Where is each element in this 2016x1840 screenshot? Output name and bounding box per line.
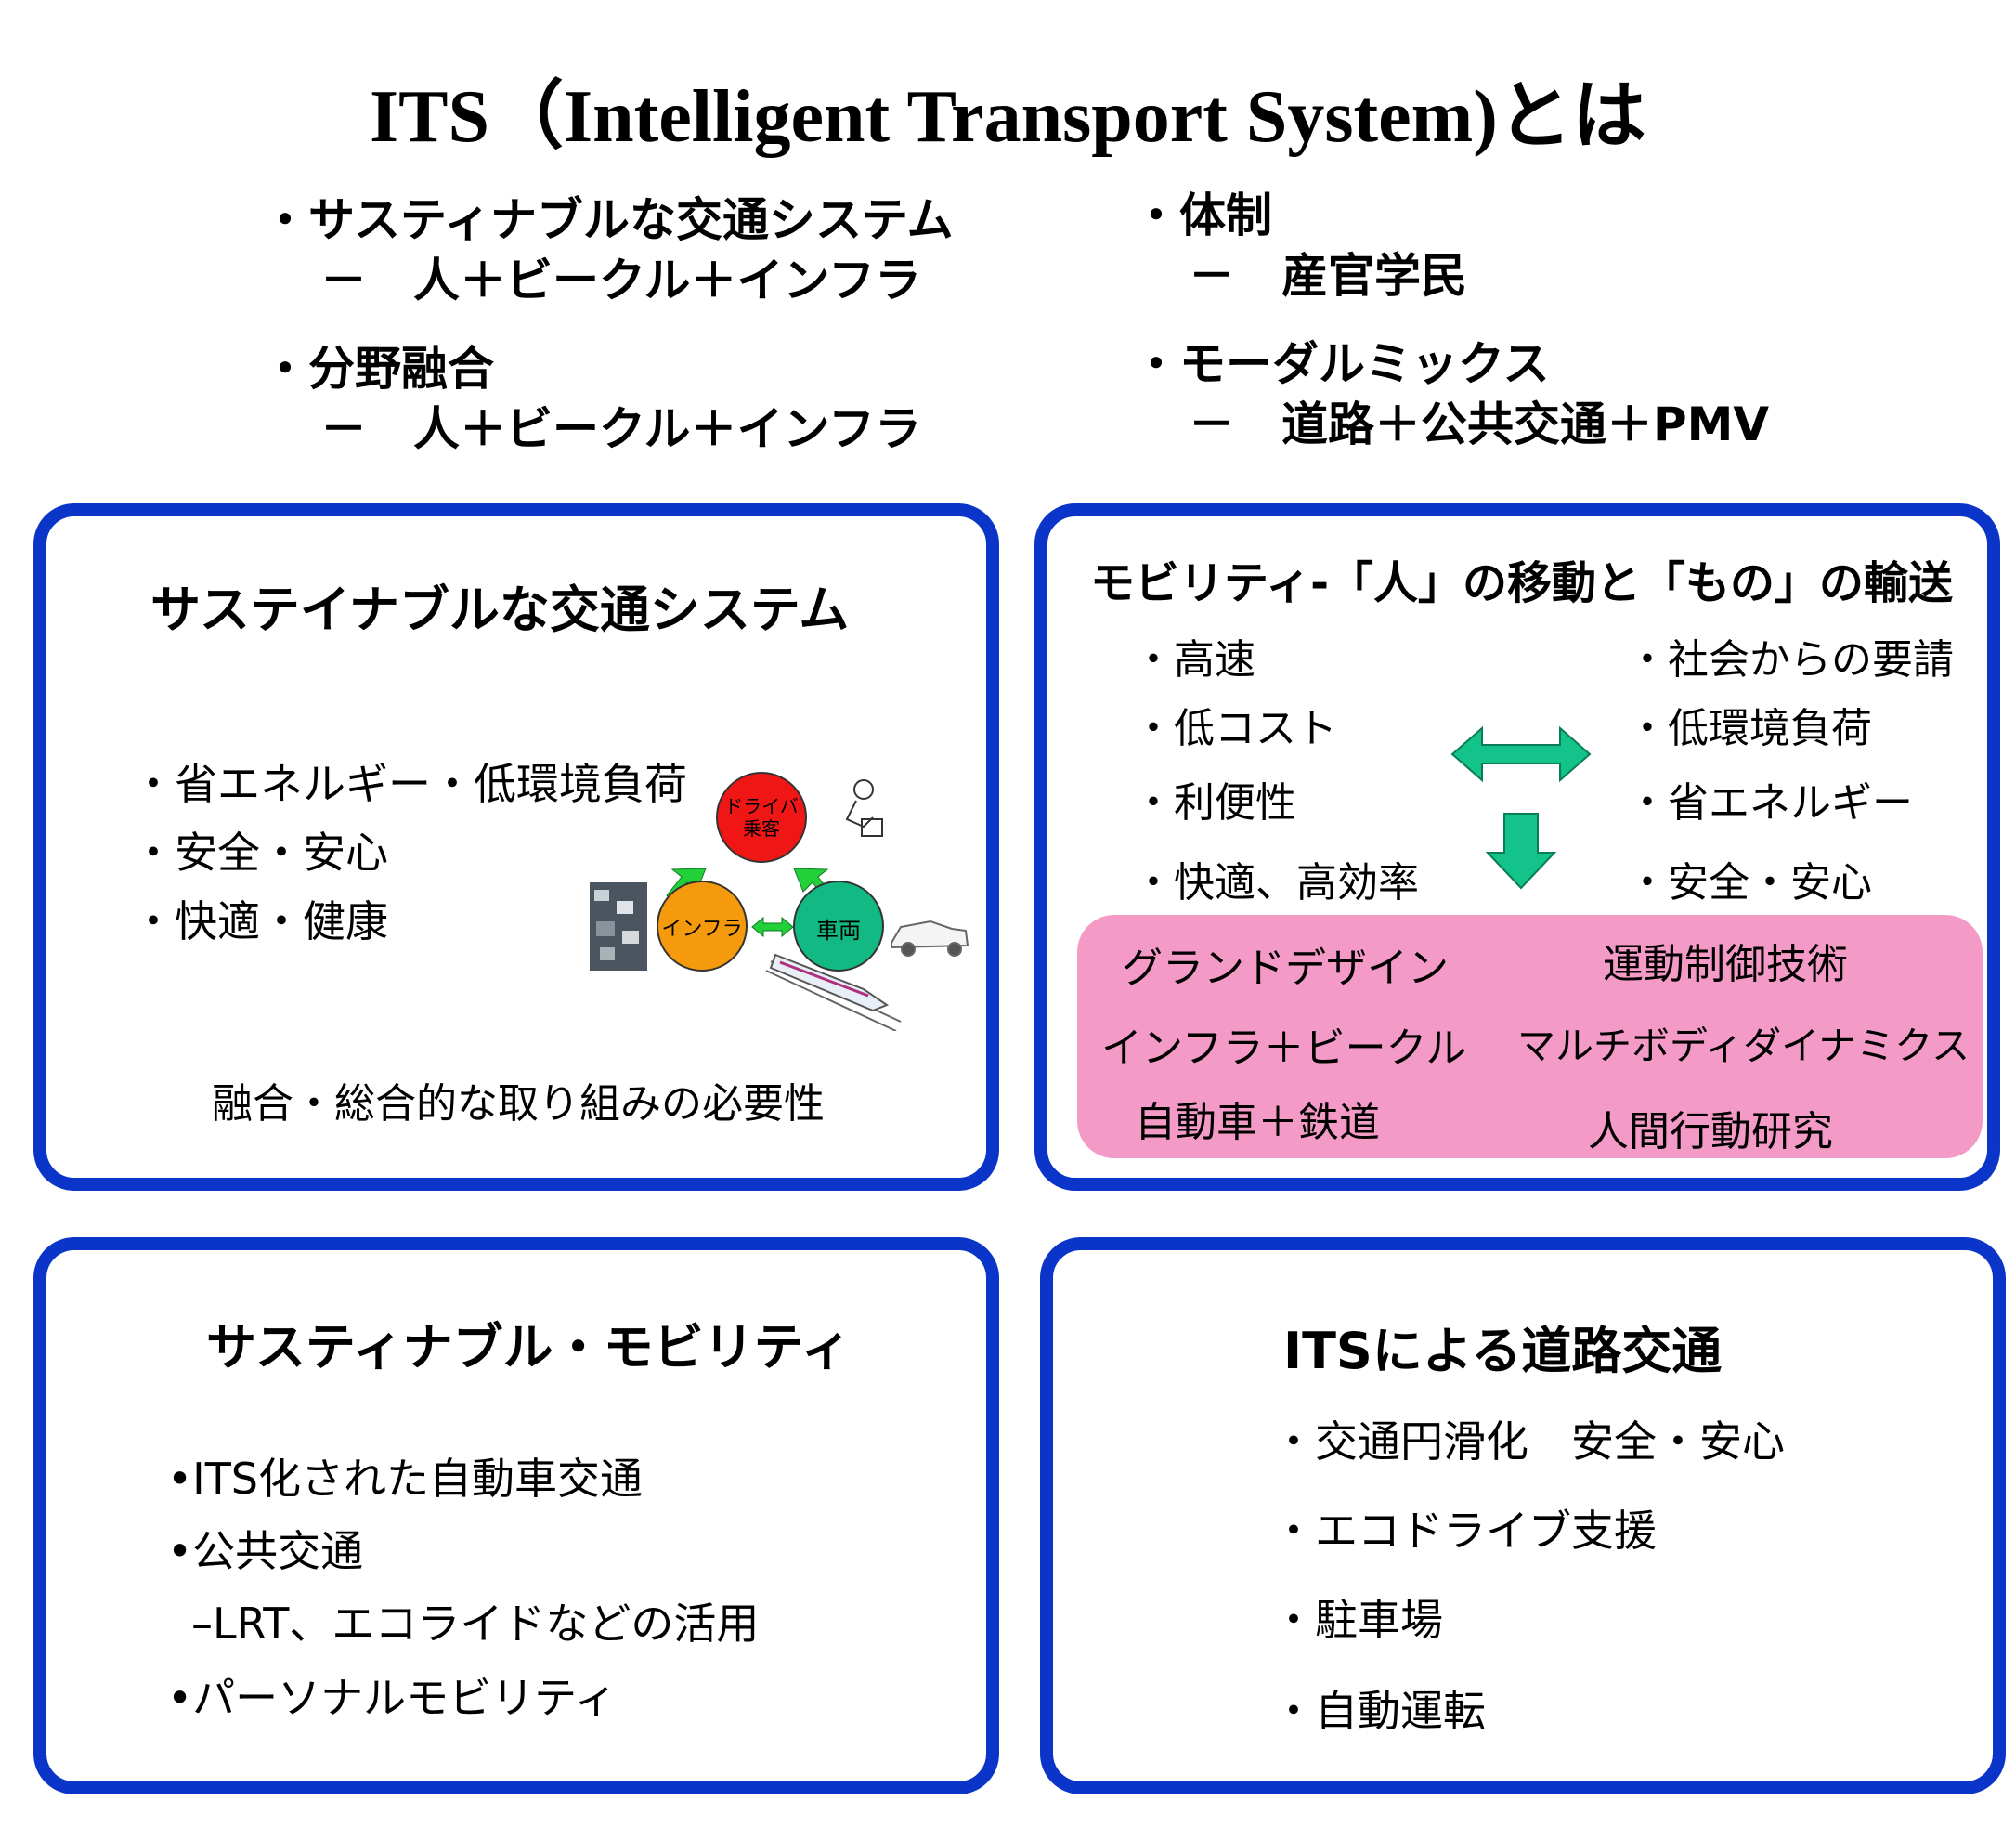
panel-tr-left-item: ・低コスト [1133, 705, 1337, 752]
panel-bl-item: •パーソナルモビリティ [167, 1673, 618, 1723]
panel-br-title: ITSによる道路交通 [1283, 1322, 1723, 1380]
mobility-arrows [1450, 725, 1592, 890]
panel-br-item: ・自動運転 [1272, 1686, 1486, 1736]
down-arrow-icon [1485, 813, 1557, 890]
panel-tl-title: サステイナブルな交通システム [150, 581, 850, 639]
pink-left-item: 自動車＋鉄道 [1135, 1099, 1380, 1146]
double-arrow-icon [1450, 725, 1592, 783]
top-sub-fusion: － 人＋ビークル＋インフラ [320, 402, 921, 456]
top-sub-sustainable: － 人＋ビークル＋インフラ [320, 254, 921, 307]
panel-br-item: ・駐車場 [1272, 1595, 1443, 1645]
panel-bl-item: •ITS化された自動車交通 [167, 1454, 643, 1504]
car-icon [891, 920, 969, 957]
pink-right-item: 人間行動研究 [1588, 1108, 1833, 1155]
panel-tr-left-item: ・利便性 [1133, 779, 1296, 827]
stakeholder-diagram [590, 772, 969, 1031]
panel-tr-left-item: ・快適、高効率 [1133, 859, 1419, 907]
top-sub-structure: － 産官学民 [1189, 249, 1467, 303]
traffic-photo-icon [590, 882, 647, 971]
top-sub-modal-mix: － 道路＋公共交通＋PMV [1189, 398, 1770, 451]
panel-tl-bullet: ・安全・安心 [132, 828, 388, 878]
panel-tr-right-item: ・省エネルギー [1627, 779, 1913, 827]
panel-tr-right-item: ・社会からの要請 [1627, 636, 1954, 684]
panel-tl-bullet: ・快適・健康 [132, 896, 388, 946]
panel-tr-left-item: ・高速 [1133, 636, 1255, 684]
panel-bl-title: サスティナブル・モビリティ [206, 1318, 852, 1377]
pink-left-item: インフラ＋ビークル [1101, 1024, 1467, 1072]
diagram-driver-label: ドライバ [724, 795, 799, 817]
top-item-fusion: ・分野融合 [262, 342, 494, 396]
panel-tr-right-item: ・安全・安心 [1627, 859, 1872, 907]
panel-br-item: ・交通円滑化 安全・安心 [1272, 1416, 1785, 1467]
diagram-infra-label: インフラ [661, 918, 743, 941]
panel-tr-title: モビリティ-「人」の移動と「もの」の輸送 [1090, 557, 1954, 609]
panel-bl-item: –LRT、エコライドなどの活用 [191, 1599, 760, 1649]
top-item-structure: ・体制 [1133, 189, 1272, 242]
panel-its-road-traffic [1040, 1237, 2006, 1794]
diagram-vehicle-label: 車両 [816, 918, 861, 944]
pink-right-item: 運動制御技術 [1603, 941, 1848, 988]
panel-br-item: ・エコドライブ支援 [1272, 1506, 1657, 1556]
pink-right-item: マルチボディダイナミクス [1517, 1024, 1970, 1068]
driver-sketch-icon [845, 779, 883, 837]
panel-tr-right-item: ・低環境負荷 [1627, 705, 1872, 752]
panel-sustainable-transport [33, 503, 999, 1191]
panel-tl-bullet: ・省エネルギー・低環境負荷 [132, 759, 687, 809]
train-icon [765, 953, 902, 1031]
pink-left-item: グランドデザイン [1122, 945, 1449, 992]
top-item-sustainable: ・サスティナブルな交通システム [262, 193, 954, 247]
panel-tl-footer: 融合・総合的な取り組みの必要性 [212, 1080, 825, 1128]
panel-sustainable-mobility [33, 1237, 999, 1794]
page-title: ITS（Intelligent Transport System)とは [370, 76, 1646, 158]
panel-bl-item: •公共交通 [167, 1526, 364, 1576]
pink-research-box [1077, 915, 1983, 1158]
top-item-modal-mix: ・モーダルミックス [1133, 337, 1550, 391]
diagram-passenger-label: 乗客 [743, 817, 780, 840]
